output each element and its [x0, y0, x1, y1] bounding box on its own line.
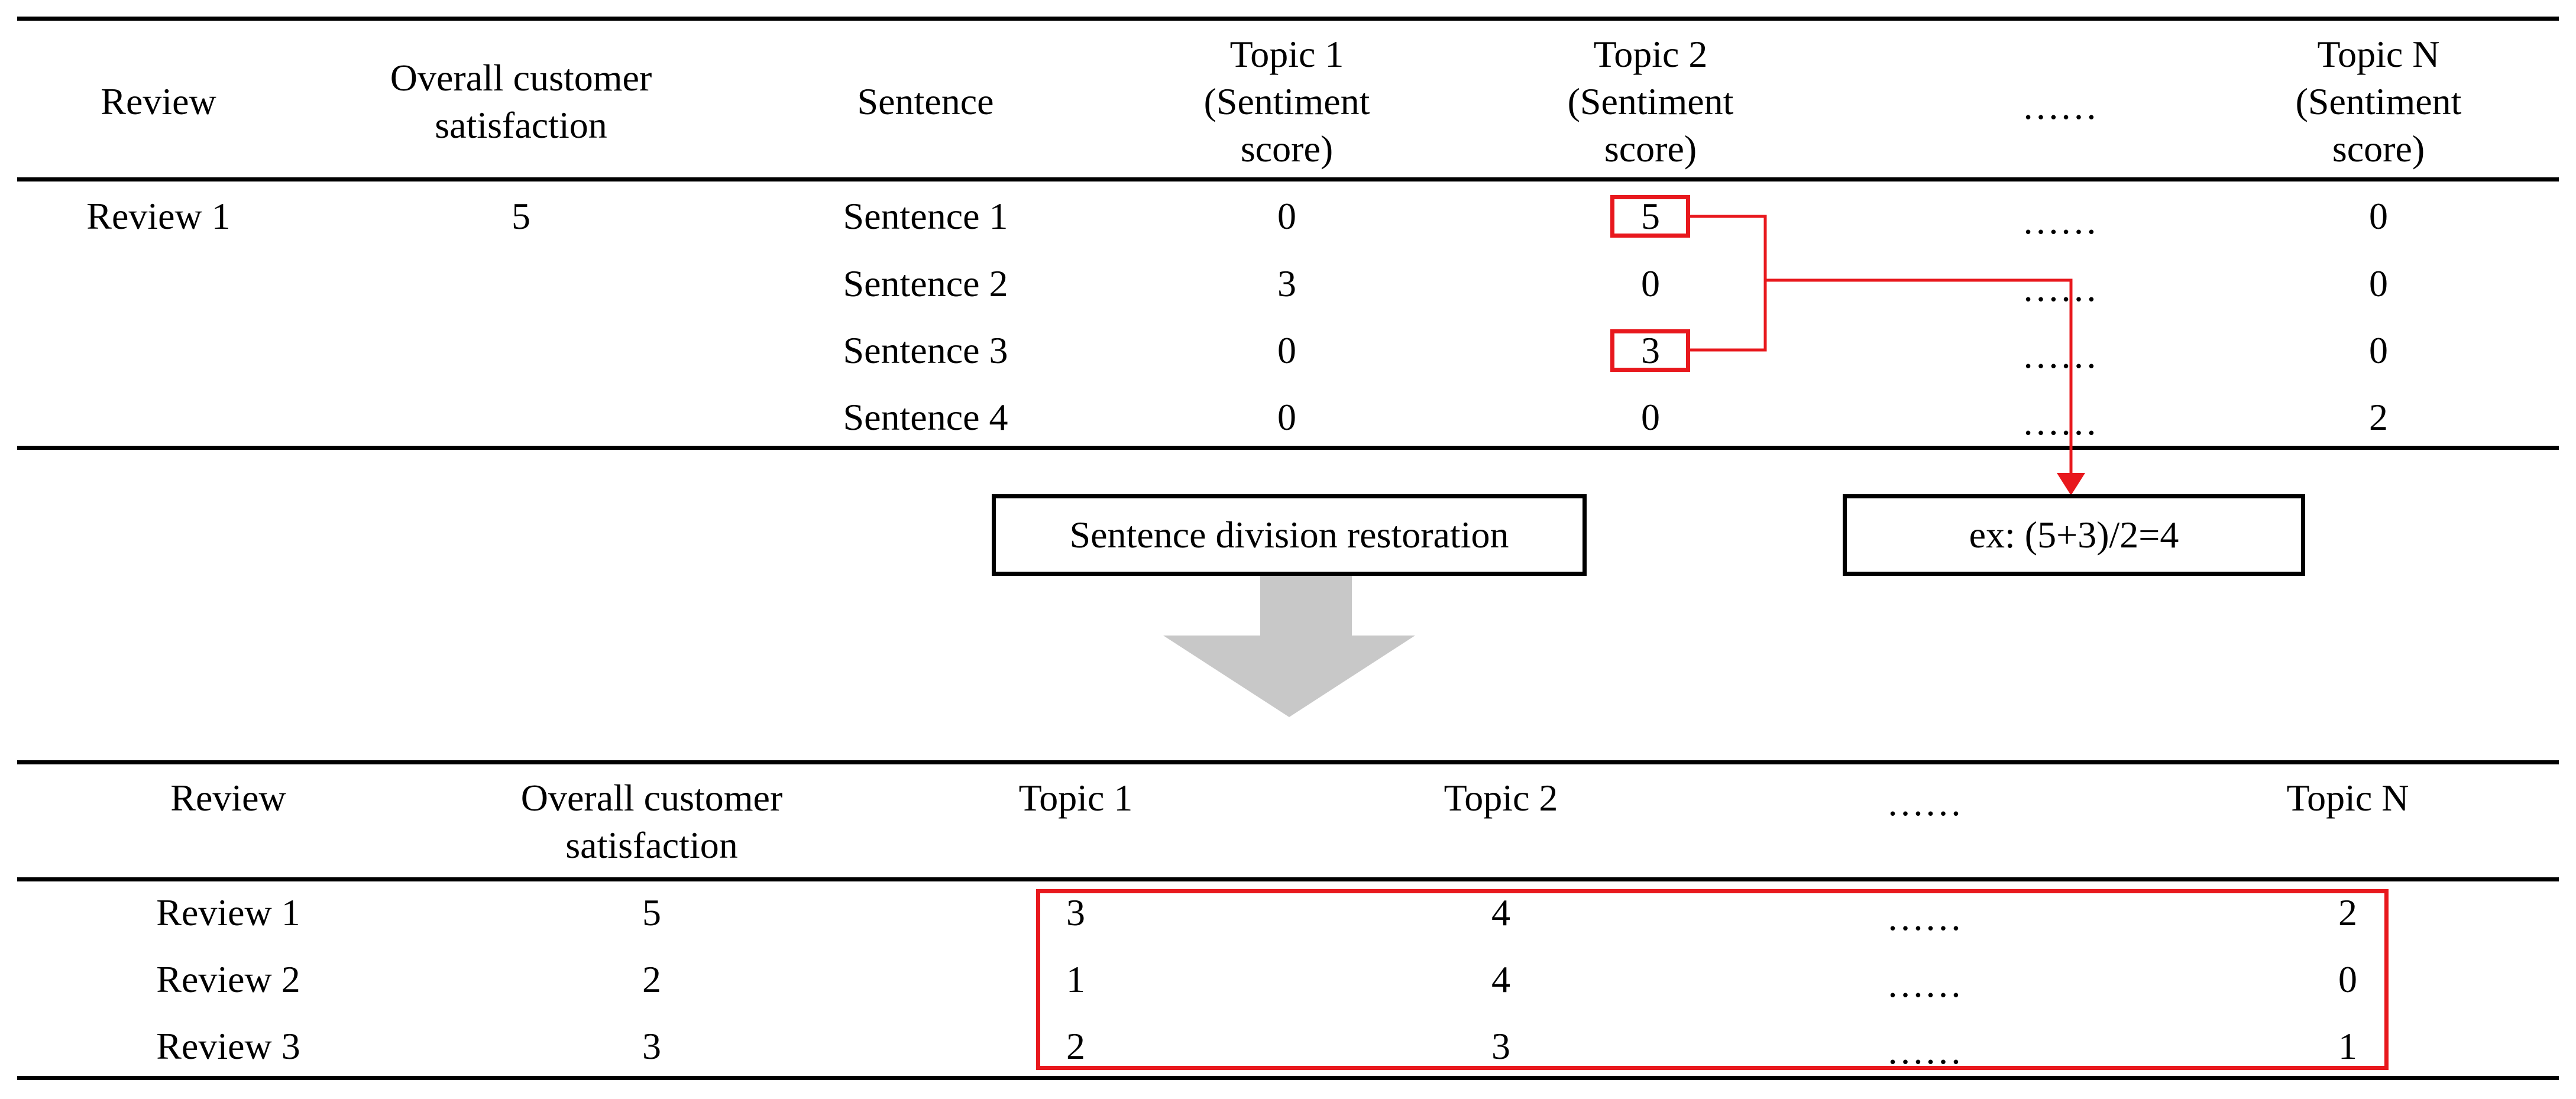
bottom-row3-topicN: 1 [2338, 1025, 2357, 1067]
top-row3-topic2: 3 [1641, 329, 1660, 371]
top-header-review: Review [101, 80, 216, 122]
highlight-box-topic2-row3 [1610, 329, 1690, 372]
highlight-box-bottom-topics [1036, 889, 2389, 1070]
bottom-row2-topicN: 0 [2338, 958, 2357, 1000]
top-review-label: Review 1 [86, 195, 231, 237]
bottom-header-topicN: Topic N [2286, 777, 2409, 819]
top-row1-topicN: 0 [2369, 195, 2388, 237]
top-header-ellipsis: …… [2022, 85, 2098, 127]
bottom-row1-satisfaction: 5 [642, 891, 661, 933]
bottom-row3-topic1: 2 [1066, 1025, 1085, 1067]
top-header-satisfaction: Overall customer satisfaction [390, 57, 652, 146]
bottom-header-review: Review [170, 777, 286, 819]
top-row4-sentence: Sentence 4 [843, 396, 1008, 438]
bottom-row2-topic2: 4 [1491, 958, 1510, 1000]
top-row1-topic2: 5 [1641, 195, 1660, 237]
top-row1-sentence: Sentence 1 [843, 195, 1008, 237]
top-header-topic1: Topic 1 (Sentiment score) [1203, 33, 1370, 170]
top-row1-ellipsis: …… [2022, 200, 2098, 242]
highlight-box-topic2-row1 [1610, 195, 1690, 238]
bottom-header-ellipsis: …… [1886, 782, 1962, 824]
bottom-row3-topic2: 3 [1491, 1025, 1510, 1067]
bottom-row2-topic1: 1 [1066, 958, 1085, 1000]
bottom-row1-topic1: 3 [1066, 891, 1085, 933]
bottom-row2-ellipsis: …… [1886, 963, 1962, 1005]
bottom-table-bottom-rule [17, 1076, 2559, 1080]
top-header-topicN: Topic N (Sentiment score) [2295, 33, 2462, 170]
example-label: ex: (5+3)/2=4 [1969, 514, 2179, 556]
bottom-row2-review: Review 2 [156, 958, 300, 1000]
top-row2-ellipsis: …… [2022, 267, 2098, 309]
top-header-topic2: Topic 2 (Sentiment score) [1567, 33, 1734, 170]
top-row4-topic2: 0 [1641, 396, 1660, 438]
bottom-row3-review: Review 3 [156, 1025, 300, 1067]
bottom-header-topic1: Topic 1 [1018, 777, 1133, 819]
top-row4-topic1: 0 [1277, 396, 1296, 438]
arrow-head-icon [2057, 473, 2085, 495]
top-row4-ellipsis: …… [2022, 401, 2098, 443]
top-row3-topic1: 0 [1277, 329, 1296, 371]
bottom-table-header-rule [17, 877, 2559, 881]
top-table-bottom-rule [17, 446, 2559, 450]
average-arrow-line [1765, 278, 2073, 473]
process-label-box: Sentence division restoration [992, 494, 1587, 576]
top-row1-topic1: 0 [1277, 195, 1296, 237]
bottom-table-top-rule [17, 760, 2559, 764]
bracket-line [1690, 215, 1767, 352]
top-row3-sentence: Sentence 3 [843, 329, 1008, 371]
top-row2-sentence: Sentence 2 [843, 262, 1008, 304]
top-header-sentence: Sentence [857, 80, 994, 122]
process-label: Sentence division restoration [1069, 514, 1509, 556]
top-row2-topic2: 0 [1641, 262, 1660, 304]
top-row3-topicN: 0 [2369, 329, 2388, 371]
example-box: ex: (5+3)/2=4 [1843, 494, 2305, 576]
bottom-row2-satisfaction: 2 [642, 958, 661, 1000]
bottom-row3-ellipsis: …… [1886, 1030, 1962, 1072]
bottom-row1-review: Review 1 [156, 891, 300, 933]
top-satisfaction-value: 5 [512, 195, 530, 237]
top-table-top-rule [17, 17, 2559, 21]
bottom-header-satisfaction: Overall customer satisfaction [520, 777, 783, 866]
bottom-header-topic2: Topic 2 [1444, 777, 1558, 819]
top-row3-ellipsis: …… [2022, 334, 2098, 376]
top-row2-topic1: 3 [1277, 262, 1296, 304]
bottom-row1-topicN: 2 [2338, 891, 2357, 933]
bottom-row3-satisfaction: 3 [642, 1025, 661, 1067]
bottom-row1-ellipsis: …… [1886, 896, 1962, 938]
top-row4-topicN: 2 [2369, 396, 2388, 438]
top-row2-topicN: 0 [2369, 262, 2388, 304]
top-table-header-rule [17, 177, 2559, 181]
bottom-row1-topic2: 4 [1491, 891, 1510, 933]
